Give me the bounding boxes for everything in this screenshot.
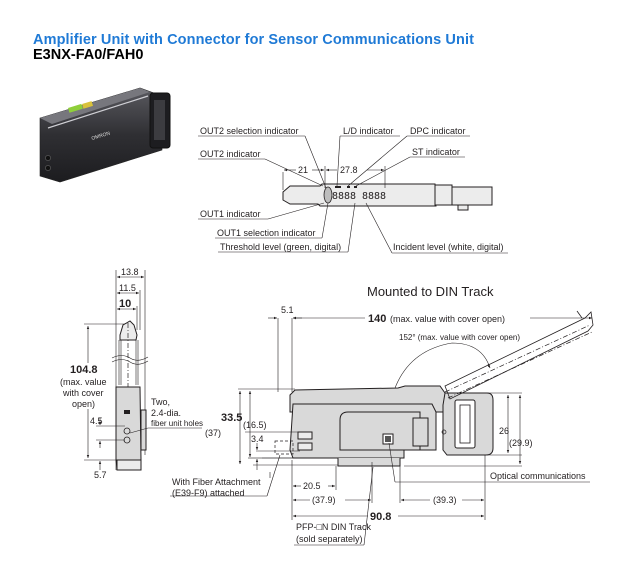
dim-104-8-note-2: with cover (62, 388, 104, 398)
side-view-drawing: Mounted to DIN Track 152° (max. value wi… (170, 284, 594, 546)
dim-11-5: 11.5 (119, 283, 136, 293)
digital-display: 8888 8888 (332, 191, 386, 202)
dim-37: (37) (205, 428, 221, 438)
svg-text:8888: 8888 (332, 191, 356, 202)
dim-21: 21 (298, 165, 308, 175)
svg-text:8888: 8888 (362, 191, 386, 202)
model-number: E3NX-FA0/FAH0 (33, 47, 144, 63)
top-view-drawing: 8888 8888 21 27.8 OUT2 selection indicat… (198, 126, 508, 254)
dim-104-8-note-1: (max. value (60, 377, 107, 387)
dim-3-4: 3.4 (251, 434, 264, 444)
callout-fiber-attachment-1: With Fiber Attachment (172, 477, 261, 487)
callout-din-track-2: (sold separately) (296, 534, 363, 544)
dim-4-5: 4.5 (90, 416, 103, 426)
dim-29-9: (29.9) (509, 438, 533, 448)
dim-26: 26 (499, 426, 509, 436)
dim-39-3: (39.3) (433, 495, 457, 505)
dim-140: 140 (368, 313, 386, 325)
dim-angle: 152° (max. value with cover open) (399, 333, 520, 342)
callout-fiber-attachment-2: (E39-F9) attached (172, 488, 245, 498)
callout-out2-selection: OUT2 selection indicator (200, 126, 299, 136)
callout-out2: OUT2 indicator (200, 149, 261, 159)
callout-threshold: Threshold level (green, digital) (220, 242, 341, 252)
holes-note-1: Two, (151, 397, 170, 407)
callout-out1-selection: OUT1 selection indicator (217, 228, 316, 238)
dim-90-8: 90.8 (370, 511, 391, 523)
dim-20-5: 20.5 (303, 481, 321, 491)
front-view-drawing: 13.8 11.5 10 104.8 (max. value with cove… (60, 267, 203, 480)
dim-5-7: 5.7 (94, 470, 107, 480)
svg-text:OMRON: OMRON (91, 130, 111, 141)
dim-37-9: (37.9) (312, 495, 336, 505)
dim-104-8: 104.8 (70, 364, 98, 376)
dim-10: 10 (119, 298, 131, 310)
callout-incident: Incident level (white, digital) (393, 242, 504, 252)
dim-13-8: 13.8 (121, 267, 139, 277)
callout-out1: OUT1 indicator (200, 209, 261, 219)
dim-140-note: (max. value with cover open) (390, 314, 505, 324)
dim-33-5: 33.5 (221, 412, 242, 424)
holes-note-2: 2.4-dia. (151, 408, 181, 418)
callout-st: ST indicator (412, 147, 460, 157)
page-title: Amplifier Unit with Connector for Sensor… (33, 32, 475, 48)
side-view-title: Mounted to DIN Track (367, 284, 494, 299)
callout-din-track-1: PFP-□N DIN Track (296, 522, 371, 532)
dim-5-1: 5.1 (281, 305, 294, 315)
dim-16-5: (16.5) (243, 420, 267, 430)
dim-27-8: 27.8 (340, 165, 358, 175)
callout-dpc: DPC indicator (410, 126, 466, 136)
callout-ld: L/D indicator (343, 126, 394, 136)
dim-104-8-note-3: open) (72, 399, 95, 409)
holes-note-3: fiber unit holes (151, 419, 203, 428)
product-photo: OMRON (39, 87, 171, 183)
callout-optical: Optical communications (490, 471, 586, 481)
